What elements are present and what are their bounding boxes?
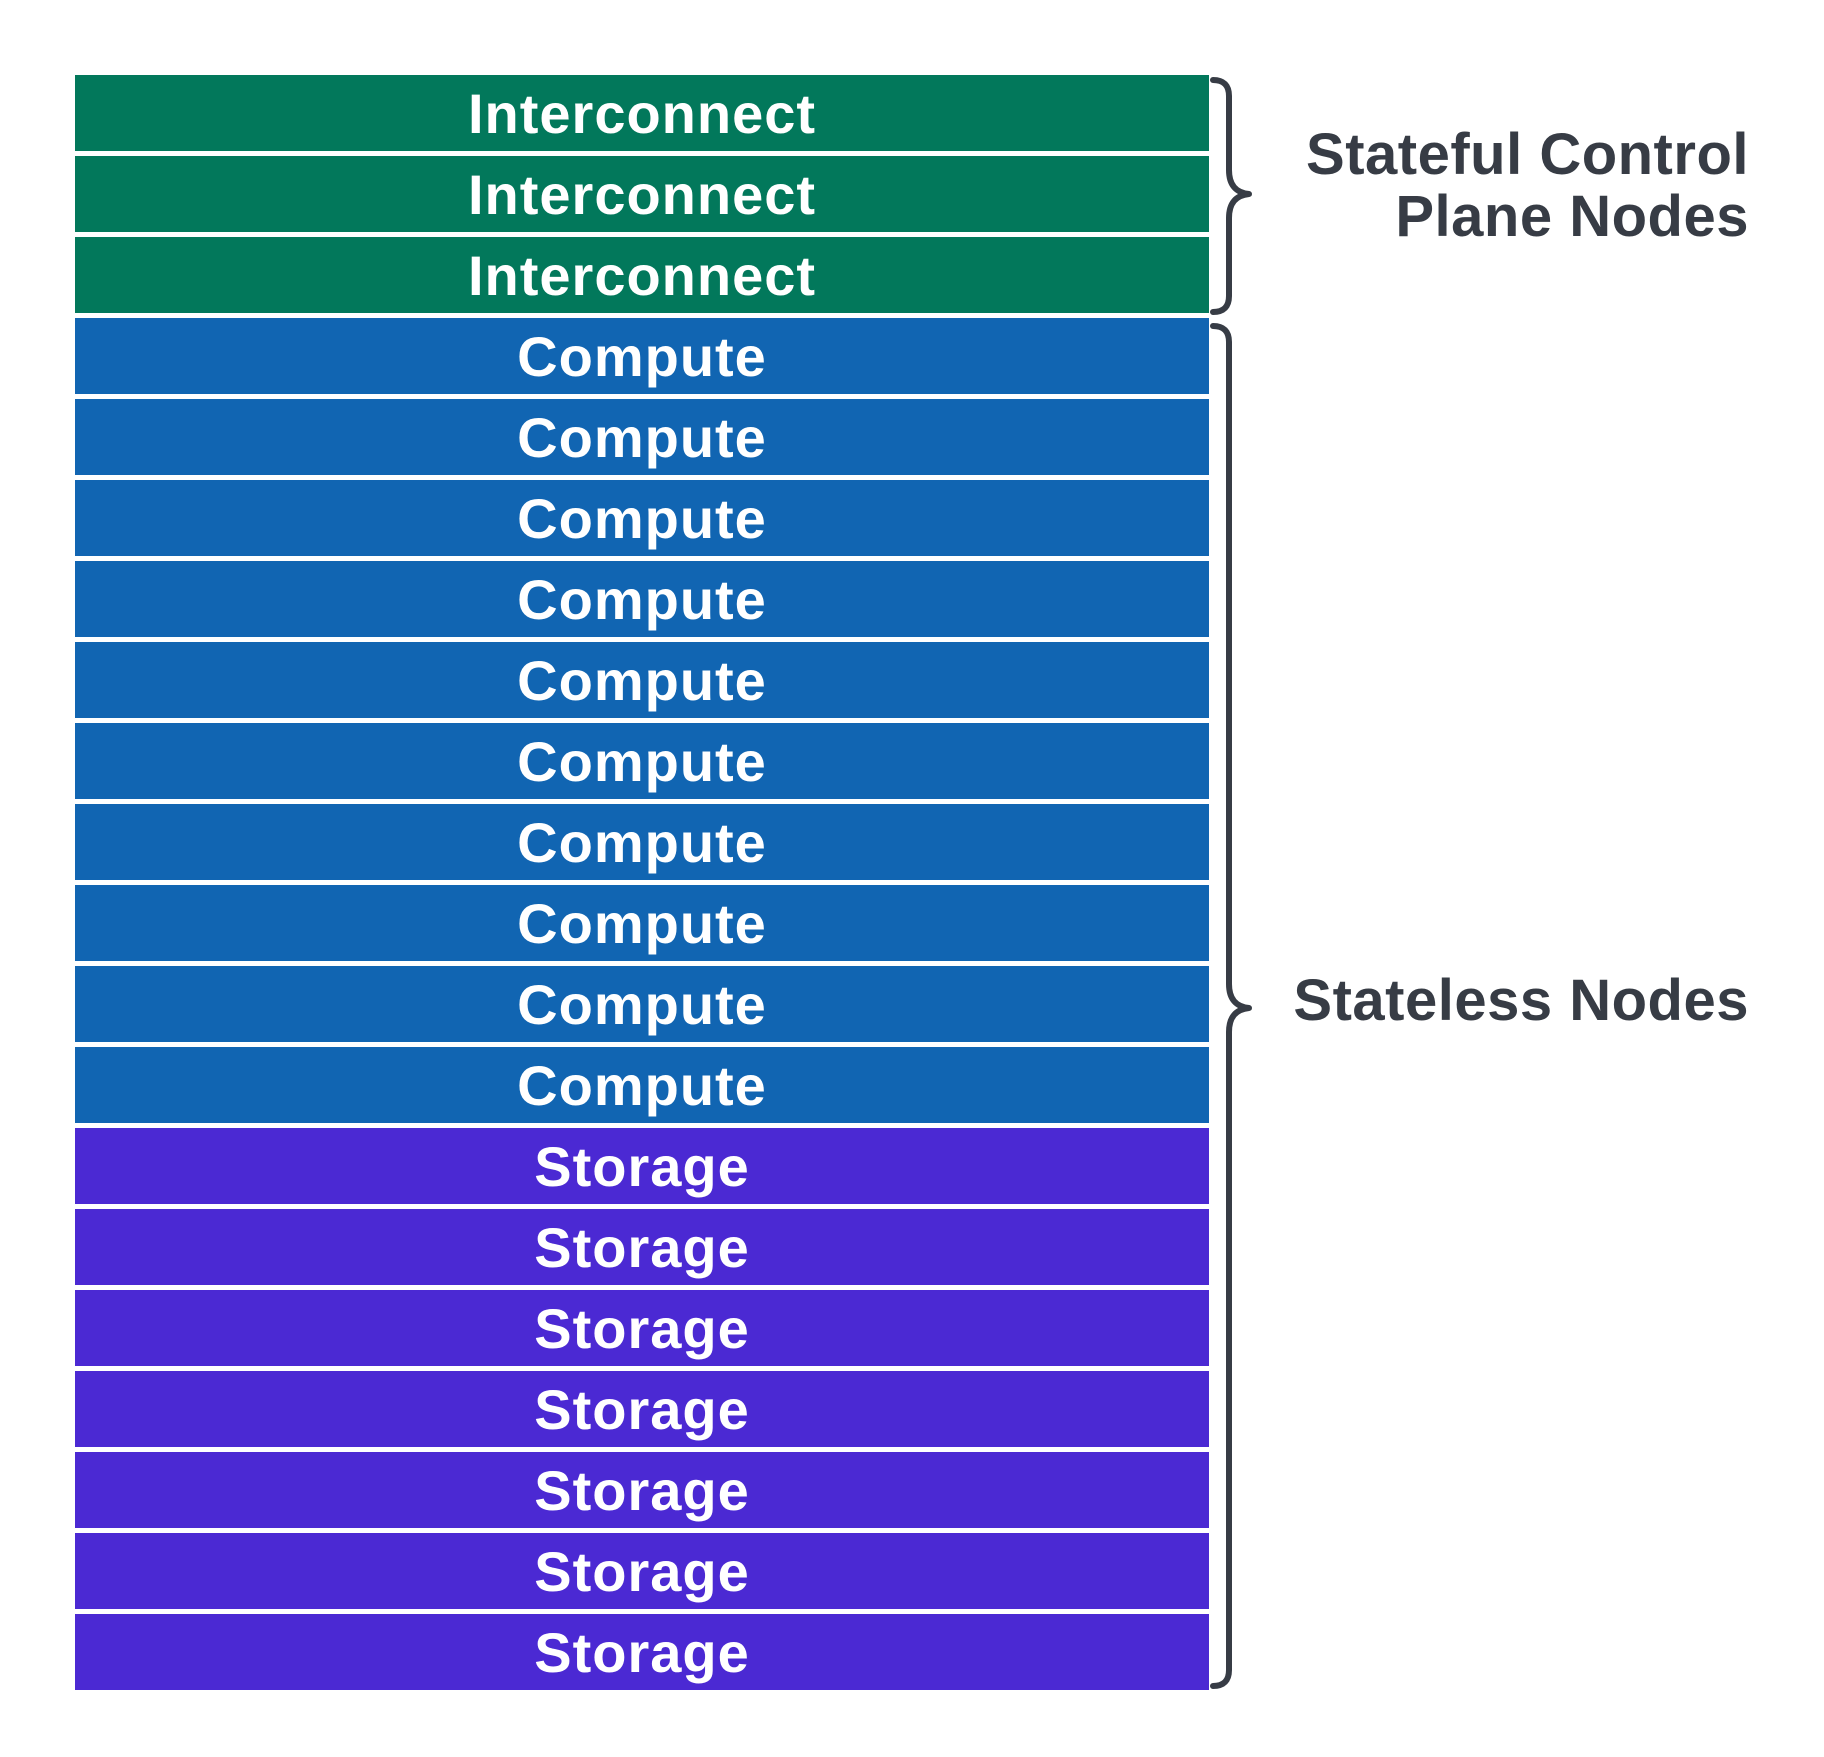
node-label: Compute xyxy=(517,729,767,793)
interconnect-node-row: Interconnect xyxy=(75,156,1209,232)
storage-node-row: Storage xyxy=(75,1290,1209,1366)
compute-node-row: Compute xyxy=(75,642,1209,718)
node-label: Storage xyxy=(534,1458,750,1522)
storage-node-row: Storage xyxy=(75,1209,1209,1285)
node-label: Compute xyxy=(517,891,767,955)
compute-node-row: Compute xyxy=(75,399,1209,475)
stateless-brace-icon xyxy=(1210,323,1252,1689)
stateless-group-label: Stateless Nodes xyxy=(1293,970,1749,1032)
node-label: Interconnect xyxy=(467,243,817,307)
storage-node-row: Storage xyxy=(75,1371,1209,1447)
compute-node-row: Compute xyxy=(75,723,1209,799)
node-label: Compute xyxy=(517,648,767,712)
stateful-label-line2: Plane Nodes xyxy=(1395,184,1749,249)
compute-node-row: Compute xyxy=(75,1047,1209,1123)
storage-node-row: Storage xyxy=(75,1614,1209,1690)
node-label: Storage xyxy=(534,1296,750,1360)
storage-node-row: Storage xyxy=(75,1452,1209,1528)
node-label: Compute xyxy=(517,567,767,631)
stateless-label-text: Stateless Nodes xyxy=(1293,968,1749,1033)
stateful-group-label: Stateful Control Plane Nodes xyxy=(1306,124,1749,248)
node-label: Storage xyxy=(534,1620,750,1684)
interconnect-node-row: Interconnect xyxy=(75,75,1209,151)
node-label: Compute xyxy=(517,1053,767,1117)
node-label: Interconnect xyxy=(467,162,817,226)
node-label: Storage xyxy=(534,1377,750,1441)
compute-node-row: Compute xyxy=(75,561,1209,637)
stateful-brace-icon xyxy=(1210,77,1252,315)
compute-node-row: Compute xyxy=(75,966,1209,1042)
stateful-label-line1: Stateful Control xyxy=(1306,122,1749,187)
node-label: Compute xyxy=(517,972,767,1036)
node-label: Storage xyxy=(534,1215,750,1279)
storage-node-row: Storage xyxy=(75,1533,1209,1609)
compute-node-row: Compute xyxy=(75,480,1209,556)
compute-node-row: Compute xyxy=(75,885,1209,961)
node-label: Compute xyxy=(517,810,767,874)
storage-node-row: Storage xyxy=(75,1128,1209,1204)
node-label: Storage xyxy=(534,1539,750,1603)
node-label: Storage xyxy=(534,1134,750,1198)
node-label: Compute xyxy=(517,405,767,469)
node-label: Interconnect xyxy=(467,81,817,145)
compute-node-row: Compute xyxy=(75,318,1209,394)
node-label: Compute xyxy=(517,486,767,550)
compute-node-row: Compute xyxy=(75,804,1209,880)
group-braces xyxy=(1210,77,1252,1689)
interconnect-node-row: Interconnect xyxy=(75,237,1209,313)
node-label: Compute xyxy=(517,324,767,388)
